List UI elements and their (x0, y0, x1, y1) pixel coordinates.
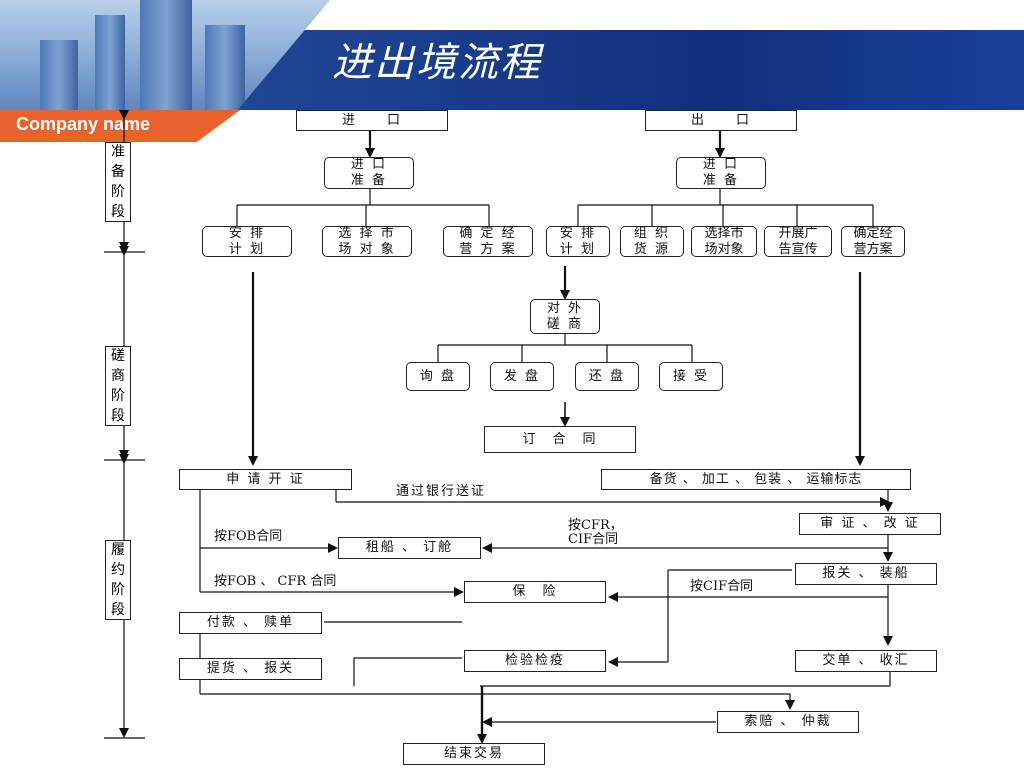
header-city-image (0, 0, 330, 110)
stage-perform: 履约阶段 (105, 540, 131, 620)
export-organize: 组 织 货 源 (620, 226, 684, 257)
customs-ship-box: 报关 、 装船 (795, 563, 937, 585)
import-header: 进 口 (296, 110, 448, 131)
slide-title: 进出境流程 (332, 40, 542, 86)
insurance-box: 保 险 (464, 581, 606, 603)
pickup-box: 提货 、 报关 (179, 658, 322, 680)
import-scheme: 确 定 经 营 方 案 (443, 226, 533, 257)
building-shape (40, 40, 78, 110)
fob-contract-label: 按FOB合同 (214, 529, 283, 544)
contract-box: 订 合 同 (484, 426, 636, 453)
import-prepare: 进 口 准 备 (324, 157, 414, 189)
goods-prep-box: 备货 、 加工 、 包装 、 运输标志 (601, 469, 911, 490)
end-box: 结束交易 (403, 743, 545, 765)
offer-box: 发 盘 (490, 362, 554, 391)
fob-cfr-label: 按FOB 、 CFR 合同 (214, 574, 337, 589)
claim-box: 索赔 、 仲裁 (717, 711, 859, 733)
header-divider (0, 110, 1024, 112)
via-bank-label: 通过银行送证 (396, 484, 487, 499)
payment-box: 付款 、 赎单 (179, 612, 322, 634)
apply-lc-box: 申 请 开 证 (179, 469, 352, 490)
header-banner: 进出境流程 (0, 0, 1024, 110)
inquiry-box: 询 盘 (406, 362, 470, 391)
consult-box: 对 外 磋 商 (530, 299, 600, 334)
export-market: 选择市 场对象 (691, 226, 757, 257)
cfr-cif-label: 按CFR， CIF合同 (568, 518, 623, 547)
company-name: Company name (16, 114, 151, 134)
accept-box: 接 受 (659, 362, 723, 391)
charter-box: 租船 、 订舱 (338, 537, 481, 559)
building-shape (205, 25, 245, 110)
import-plan: 安 排 计 划 (202, 226, 292, 257)
export-scheme: 确定经 营方案 (841, 226, 905, 257)
stage-negotiate: 磋商阶段 (105, 346, 131, 426)
check-lc-box: 审 证 、 改 证 (799, 513, 941, 535)
inspection-box: 检验检疫 (464, 650, 606, 672)
cif-contract-label: 按CIF合同 (690, 579, 754, 594)
import-market: 选 择 市 场 对 象 (322, 226, 412, 257)
stage-prepare: 准备阶段 (105, 142, 131, 222)
documents-box: 交单 、 收汇 (795, 650, 937, 672)
building-shape (140, 0, 192, 110)
export-promote: 开展广 告宣传 (764, 226, 832, 257)
export-prepare: 进 口 准 备 (676, 157, 766, 189)
building-shape (95, 15, 125, 110)
export-plan: 安 排 计 划 (546, 226, 610, 257)
export-header: 出 口 (645, 110, 797, 131)
counter-offer-box: 还 盘 (575, 362, 639, 391)
